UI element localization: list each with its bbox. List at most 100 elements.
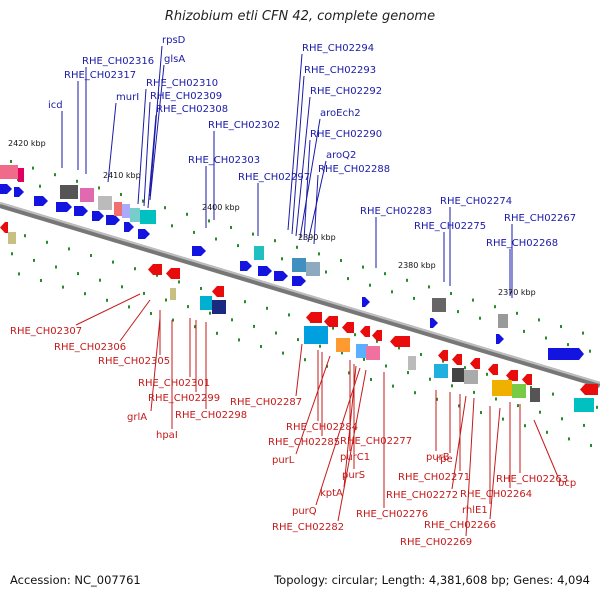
reverse-gene-label[interactable]: RHE_CH02307 [10, 326, 82, 337]
forward-gene-label[interactable]: glsA [164, 54, 185, 65]
track-tick [479, 316, 481, 320]
reverse-gene-label[interactable]: RHE_CH02277 [340, 436, 412, 447]
forward-gene-label[interactable]: RHE_CH02308 [156, 104, 228, 115]
track-tick [480, 411, 482, 414]
forward-gene-label[interactable]: RHE_CH02303 [188, 155, 260, 166]
track-tick [156, 273, 158, 277]
forward-gene-label[interactable]: RHE_CH02293 [304, 65, 376, 76]
gene-block [8, 232, 16, 244]
track-tick [552, 392, 554, 396]
track-tick [392, 384, 394, 388]
reverse-gene-label[interactable]: RHE_CH02263 [496, 474, 568, 485]
track-tick [428, 285, 430, 289]
forward-gene-label[interactable]: rpsD [162, 35, 186, 46]
kbp-tick-label: 2410 kbp [103, 171, 141, 180]
track-tick [347, 277, 349, 281]
forward-gene-label[interactable]: RHE_CH02309 [150, 91, 222, 102]
reverse-gene-label[interactable]: bcp [558, 478, 576, 489]
kbp-tick-label: 2400 kbp [202, 203, 240, 212]
label-leader [313, 174, 319, 245]
reverse-gene-label[interactable]: purC1 [340, 452, 370, 463]
reverse-gene-label[interactable]: RHE_CH02306 [54, 342, 126, 353]
forward-gene-label[interactable]: icd [48, 100, 63, 111]
forward-gene-arrow [106, 215, 120, 225]
track-tick [494, 305, 496, 309]
track-tick [517, 404, 519, 408]
forward-gene-label[interactable]: RHE_CH02288 [318, 164, 390, 175]
track-tick [216, 331, 218, 335]
forward-gene-label[interactable]: RHE_CH02310 [146, 78, 218, 89]
reverse-gene-label[interactable]: RHE_CH02272 [386, 490, 458, 501]
track-tick [275, 331, 277, 335]
forward-gene-label[interactable]: RHE_CH02292 [310, 86, 382, 97]
track-tick [274, 239, 276, 243]
forward-gene-label[interactable]: RHE_CH02302 [208, 120, 280, 131]
reverse-gene-label[interactable]: RHE_CH02264 [460, 489, 532, 500]
kbp-tick-label: 2370 kbp [498, 288, 536, 297]
forward-gene-arrow [430, 318, 438, 328]
track-tick [420, 353, 422, 356]
track-tick [370, 378, 372, 381]
forward-gene-label[interactable]: RHE_CH02267 [504, 213, 576, 224]
topology-text: Topology: circular; Length: 4,381,608 bp… [274, 573, 590, 587]
track-tick [457, 310, 459, 314]
reverse-gene-label[interactable]: RHE_CH02266 [424, 520, 496, 531]
reverse-gene-label[interactable]: rpe [436, 454, 453, 465]
reverse-gene-label[interactable]: RHE_CH02299 [148, 393, 220, 404]
forward-gene-label[interactable]: RHE_CH02294 [302, 43, 374, 54]
track-tick [230, 226, 232, 229]
forward-gene-label[interactable]: RHE_CH02268 [486, 238, 558, 249]
forward-gene-label[interactable]: RHE_CH02283 [360, 206, 432, 217]
track-tick [523, 329, 525, 333]
track-tick [178, 280, 180, 284]
reverse-gene-label[interactable]: grlA [127, 412, 147, 423]
reverse-gene-label[interactable]: RHE_CH02287 [230, 397, 302, 408]
label-leader [149, 45, 163, 197]
reverse-gene-arrow [0, 222, 8, 233]
reverse-gene-label[interactable]: purS [342, 470, 365, 481]
track-tick [172, 318, 174, 322]
reverse-gene-label[interactable]: RHE_CH02301 [138, 378, 210, 389]
gene-block [356, 344, 368, 358]
track-tick [414, 391, 416, 395]
reverse-gene-label[interactable]: rhlE1 [462, 505, 488, 516]
forward-gene-label[interactable]: murI [116, 92, 139, 103]
track-tick [24, 234, 26, 238]
reverse-gene-label[interactable]: RHE_CH02282 [272, 522, 344, 533]
track-tick [524, 424, 526, 428]
accession-text: Accession: NC_007761 [10, 573, 141, 587]
reverse-gene-label[interactable]: RHE_CH02285 [268, 437, 340, 448]
track-tick [252, 232, 254, 236]
forward-gene-label[interactable]: RHE_CH02297 [238, 172, 310, 183]
reverse-gene-label[interactable]: purQ [292, 506, 317, 517]
track-tick [341, 351, 343, 355]
gene-block [366, 346, 380, 360]
reverse-gene-label[interactable]: RHE_CH02269 [400, 537, 472, 548]
forward-gene-label[interactable]: RHE_CH02275 [414, 221, 486, 232]
reverse-gene-label[interactable]: RHE_CH02284 [286, 422, 358, 433]
gene-block [452, 368, 464, 382]
reverse-gene-arrow [580, 384, 598, 395]
track-tick [260, 345, 262, 348]
label-leader [137, 88, 147, 205]
track-tick [281, 257, 283, 261]
reverse-gene-label[interactable]: purL [272, 455, 295, 466]
forward-gene-label[interactable]: RHE_CH02274 [440, 196, 512, 207]
reverse-gene-label[interactable]: kptA [320, 488, 343, 499]
forward-gene-label[interactable]: RHE_CH02316 [82, 56, 154, 67]
forward-gene-label[interactable]: RHE_CH02290 [310, 129, 382, 140]
reverse-gene-label[interactable]: hpaI [156, 430, 178, 441]
forward-gene-label[interactable]: aroQ2 [326, 150, 356, 161]
forward-gene-label[interactable]: aroEch2 [320, 108, 361, 119]
reverse-gene-label[interactable]: RHE_CH02276 [356, 509, 428, 520]
reverse-gene-label[interactable]: purB [426, 452, 450, 463]
track-tick [77, 272, 79, 276]
gene-block [98, 196, 112, 210]
reverse-gene-arrow [324, 316, 338, 327]
reverse-gene-label[interactable]: RHE_CH02271 [398, 472, 470, 483]
reverse-gene-label[interactable]: RHE_CH02298 [175, 410, 247, 421]
map-title: Rhizobium etli CFN 42, complete genome [164, 9, 436, 24]
reverse-gene-label[interactable]: RHE_CH02305 [98, 356, 170, 367]
track-tick [121, 285, 123, 289]
forward-gene-label[interactable]: RHE_CH02317 [64, 70, 136, 81]
